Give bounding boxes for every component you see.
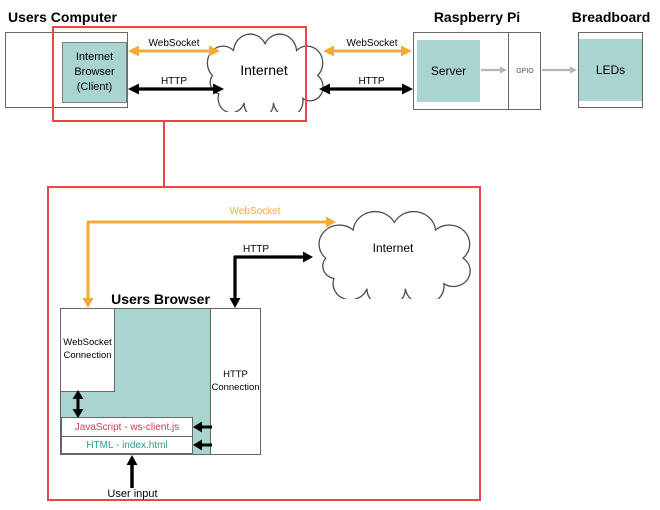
websocket-left-label: WebSocket — [148, 38, 200, 49]
internet-browser-client-label: Internet Browser (Client) — [74, 51, 115, 93]
http-connection-column: HTTP Connection — [210, 309, 260, 454]
raspberry-pi-box: Server GPIO — [413, 32, 541, 110]
gpio-to-leds-arrow — [542, 66, 577, 74]
leds-label: LEDs — [595, 63, 626, 77]
breadboard-heading: Breadboard — [571, 9, 651, 25]
internet-cloud-top-label: Internet — [240, 62, 288, 78]
breadboard-box: LEDs — [578, 32, 643, 108]
users-computer-heading: Users Computer — [8, 9, 117, 25]
http-detail-label: HTTP — [242, 244, 270, 255]
websocket-detail-label: WebSocket — [229, 206, 281, 217]
raspberry-pi-heading: Raspberry Pi — [433, 9, 521, 25]
internet-browser-client-box: Internet Browser (Client) — [62, 42, 127, 103]
internet-cloud-detail-label: Internet — [372, 241, 414, 255]
users-browser-heading: Users Browser — [111, 291, 210, 307]
zoom-connector-line — [163, 122, 165, 186]
http-right-label: HTTP — [358, 76, 385, 87]
user-input-arrow — [126, 455, 138, 488]
gpio-label: GPIO — [516, 67, 534, 75]
javascript-layer-box: JavaScript - ws-client.js — [61, 417, 193, 437]
javascript-layer-label: JavaScript - ws-client.js — [74, 421, 180, 433]
websocket-connection-box: WebSocket Connection — [61, 309, 115, 392]
cloud-shape — [319, 212, 470, 299]
http-left-label: HTTP — [160, 76, 188, 87]
internet-cloud-detail — [312, 207, 474, 299]
leds-box: LEDs — [579, 39, 642, 101]
users-browser-box: WebSocket Connection HTTP Connection Jav… — [60, 308, 261, 455]
gpio-section: GPIO — [508, 33, 541, 109]
websocket-right-label: WebSocket — [346, 38, 398, 49]
user-input-label: User input — [107, 488, 158, 500]
html-layer-label: HTML - index.html — [86, 439, 168, 451]
server-box: Server — [417, 40, 480, 102]
websocket-connection-label: WebSocket Connection — [63, 337, 112, 361]
html-layer-box: HTML - index.html — [61, 436, 193, 454]
http-connection-label: HTTP Connection — [211, 368, 260, 393]
server-label: Server — [430, 64, 467, 78]
